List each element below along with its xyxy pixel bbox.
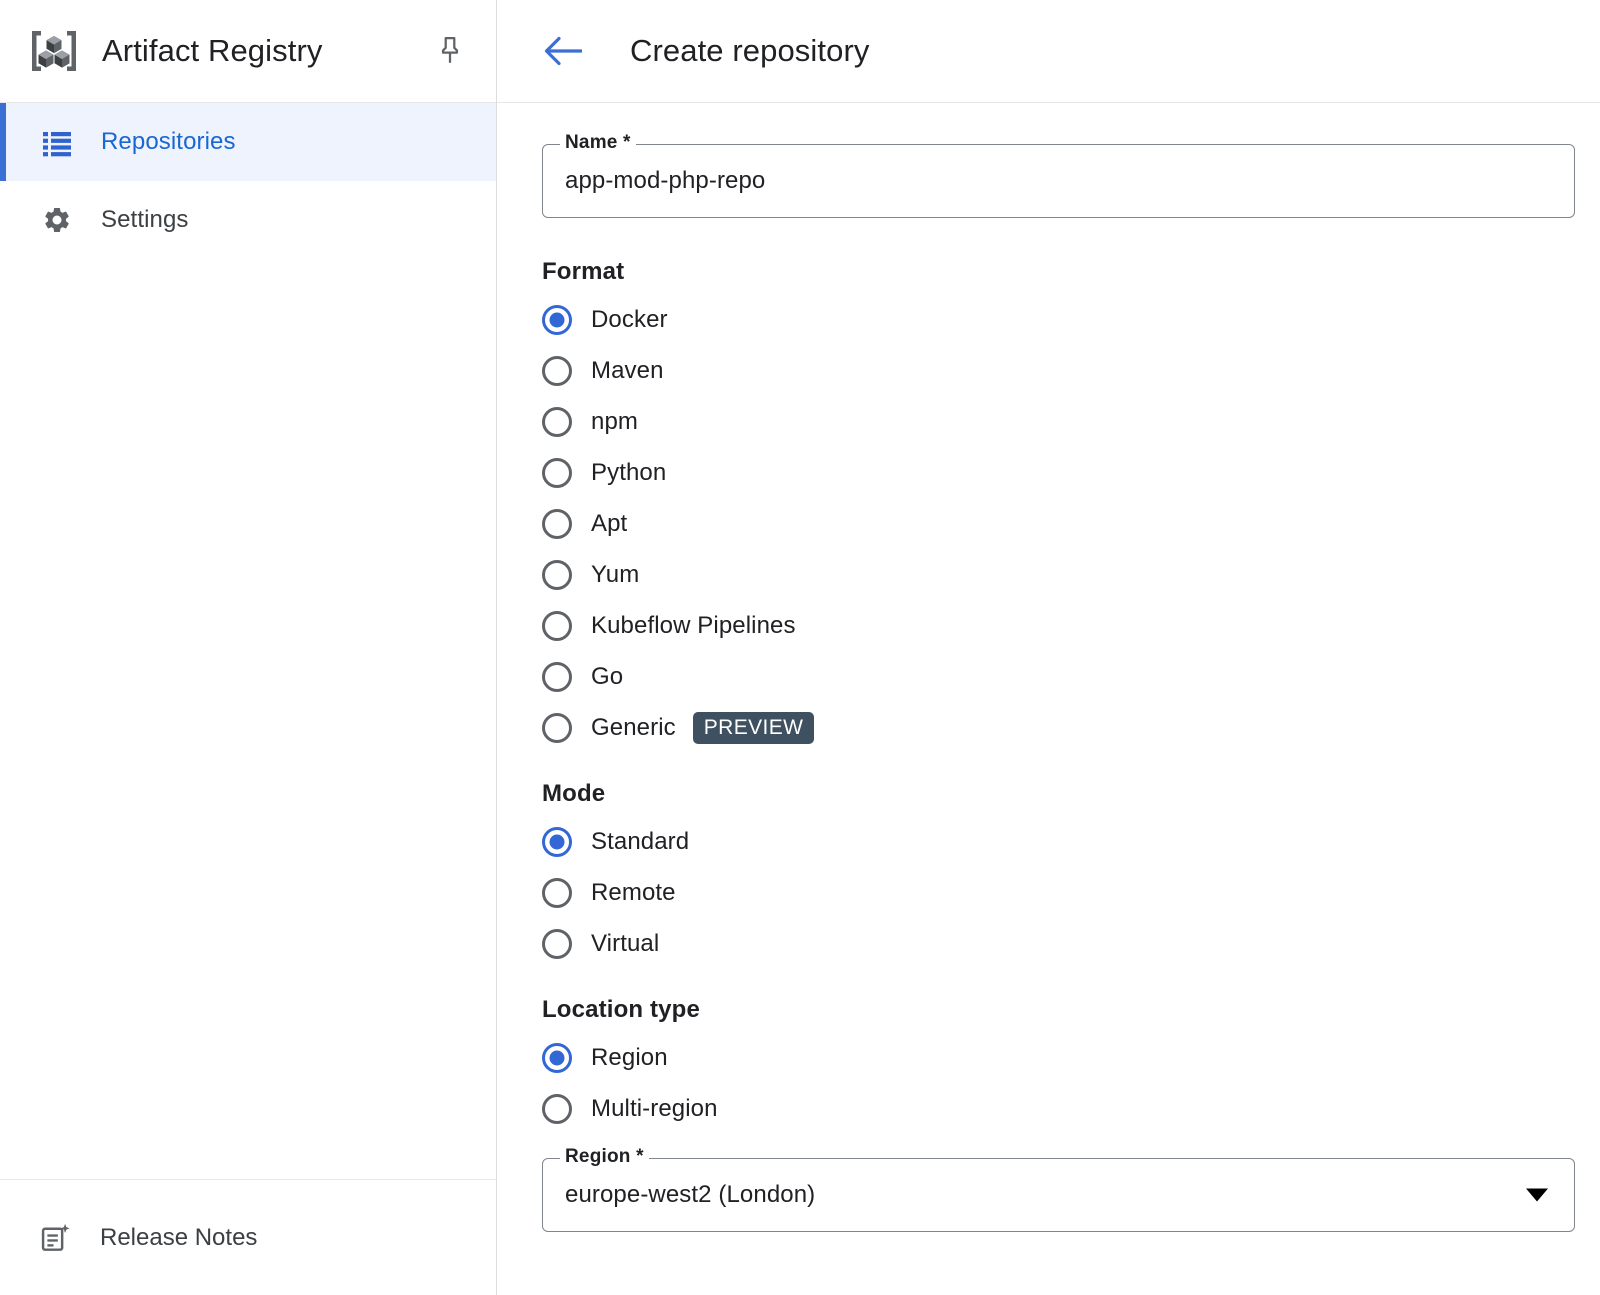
region-select-label: Region *: [560, 1146, 649, 1168]
radio-icon: [542, 928, 572, 959]
format-option-kubeflow-pipelines[interactable]: Kubeflow Pipelines: [542, 600, 1600, 651]
name-field[interactable]: Name * app-mod-php-repo: [542, 132, 1575, 218]
name-field-label: Name *: [560, 132, 636, 154]
format-option-go[interactable]: Go: [542, 651, 1600, 702]
release-notes-item[interactable]: Release Notes: [0, 1179, 496, 1295]
radio-icon: [542, 826, 572, 857]
format-option-label: npm: [591, 407, 638, 435]
artifact-registry-cubes-icon: [32, 31, 76, 71]
radio-icon: [542, 877, 572, 908]
page-header: Create repository: [497, 0, 1600, 103]
format-option-docker[interactable]: Docker: [542, 294, 1600, 345]
format-option-python[interactable]: Python: [542, 447, 1600, 498]
format-option-label: Apt: [591, 509, 628, 537]
format-option-maven[interactable]: Maven: [542, 345, 1600, 396]
format-option-label: Maven: [591, 356, 664, 384]
mode-option-label: Virtual: [591, 929, 660, 957]
radio-icon: [542, 661, 572, 692]
radio-icon: [542, 559, 572, 590]
format-option-label: Yum: [591, 560, 640, 588]
radio-icon: [542, 355, 572, 386]
mode-group-label: Mode: [542, 780, 606, 807]
location-type-option-multi-region[interactable]: Multi-region: [542, 1083, 1600, 1134]
create-repository-form: Name * app-mod-php-repo Format Docker Ma…: [497, 103, 1600, 1272]
sidebar-item-label: Repositories: [101, 128, 236, 155]
radio-icon: [542, 406, 572, 437]
mode-option-standard[interactable]: Standard: [542, 816, 1600, 867]
sidebar-item-label: Settings: [101, 206, 189, 233]
format-option-label: Docker: [591, 305, 668, 333]
sidebar-header: Artifact Registry: [0, 0, 496, 103]
page-title: Create repository: [630, 33, 870, 68]
location-type-option-label: Region: [591, 1043, 668, 1071]
pin-button[interactable]: [430, 31, 470, 71]
name-field-value: app-mod-php-repo: [565, 167, 766, 194]
region-select-value: europe-west2 (London): [565, 1181, 816, 1208]
list-icon: [43, 132, 71, 157]
sidebar-item-settings[interactable]: Settings: [0, 181, 496, 259]
region-select[interactable]: Region * europe-west2 (London): [542, 1146, 1575, 1232]
chevron-down-icon[interactable]: [1526, 1188, 1548, 1202]
arrow-back-icon: [544, 36, 582, 66]
sidebar-item-repositories[interactable]: Repositories: [0, 103, 496, 181]
location-type-group-label: Location type: [542, 996, 700, 1023]
format-option-label: Go: [591, 662, 624, 690]
release-notes-label: Release Notes: [100, 1223, 258, 1251]
sidebar: Artifact Registry: [0, 0, 497, 1295]
main-content: Create repository Name * app-mod-php-rep…: [497, 0, 1600, 1295]
mode-option-label: Remote: [591, 878, 676, 906]
sidebar-nav: Repositories Settings: [0, 103, 496, 259]
radio-icon: [542, 457, 572, 488]
mode-option-label: Standard: [591, 827, 690, 855]
radio-icon: [542, 304, 572, 335]
app-title: Artifact Registry: [102, 33, 323, 68]
mode-option-remote[interactable]: Remote: [542, 867, 1600, 918]
radio-icon: [542, 1042, 572, 1073]
format-option-label: Python: [591, 458, 667, 486]
format-option-label: Generic: [591, 713, 676, 741]
format-group-label: Format: [542, 258, 625, 285]
preview-badge: PREVIEW: [692, 711, 815, 744]
format-group: Format Docker Maven npm Python: [542, 258, 1600, 753]
format-option-yum[interactable]: Yum: [542, 549, 1600, 600]
release-notes-icon: [41, 1223, 70, 1251]
mode-group: Mode Standard Remote Virtual: [542, 780, 1600, 969]
gear-icon: [45, 207, 69, 232]
format-option-apt[interactable]: Apt: [542, 498, 1600, 549]
radio-icon: [542, 508, 572, 539]
radio-icon: [542, 1093, 572, 1124]
mode-option-virtual[interactable]: Virtual: [542, 918, 1600, 969]
radio-icon: [542, 712, 572, 743]
format-option-npm[interactable]: npm: [542, 396, 1600, 447]
format-option-label: Kubeflow Pipelines: [591, 611, 796, 639]
format-option-generic[interactable]: Generic PREVIEW: [542, 702, 1600, 753]
radio-icon: [542, 610, 572, 641]
back-button[interactable]: [540, 28, 586, 74]
location-type-option-label: Multi-region: [591, 1094, 718, 1122]
location-type-option-region[interactable]: Region: [542, 1032, 1600, 1083]
pin-icon: [441, 37, 459, 63]
location-type-group: Location type Region Multi-region: [542, 996, 1600, 1134]
